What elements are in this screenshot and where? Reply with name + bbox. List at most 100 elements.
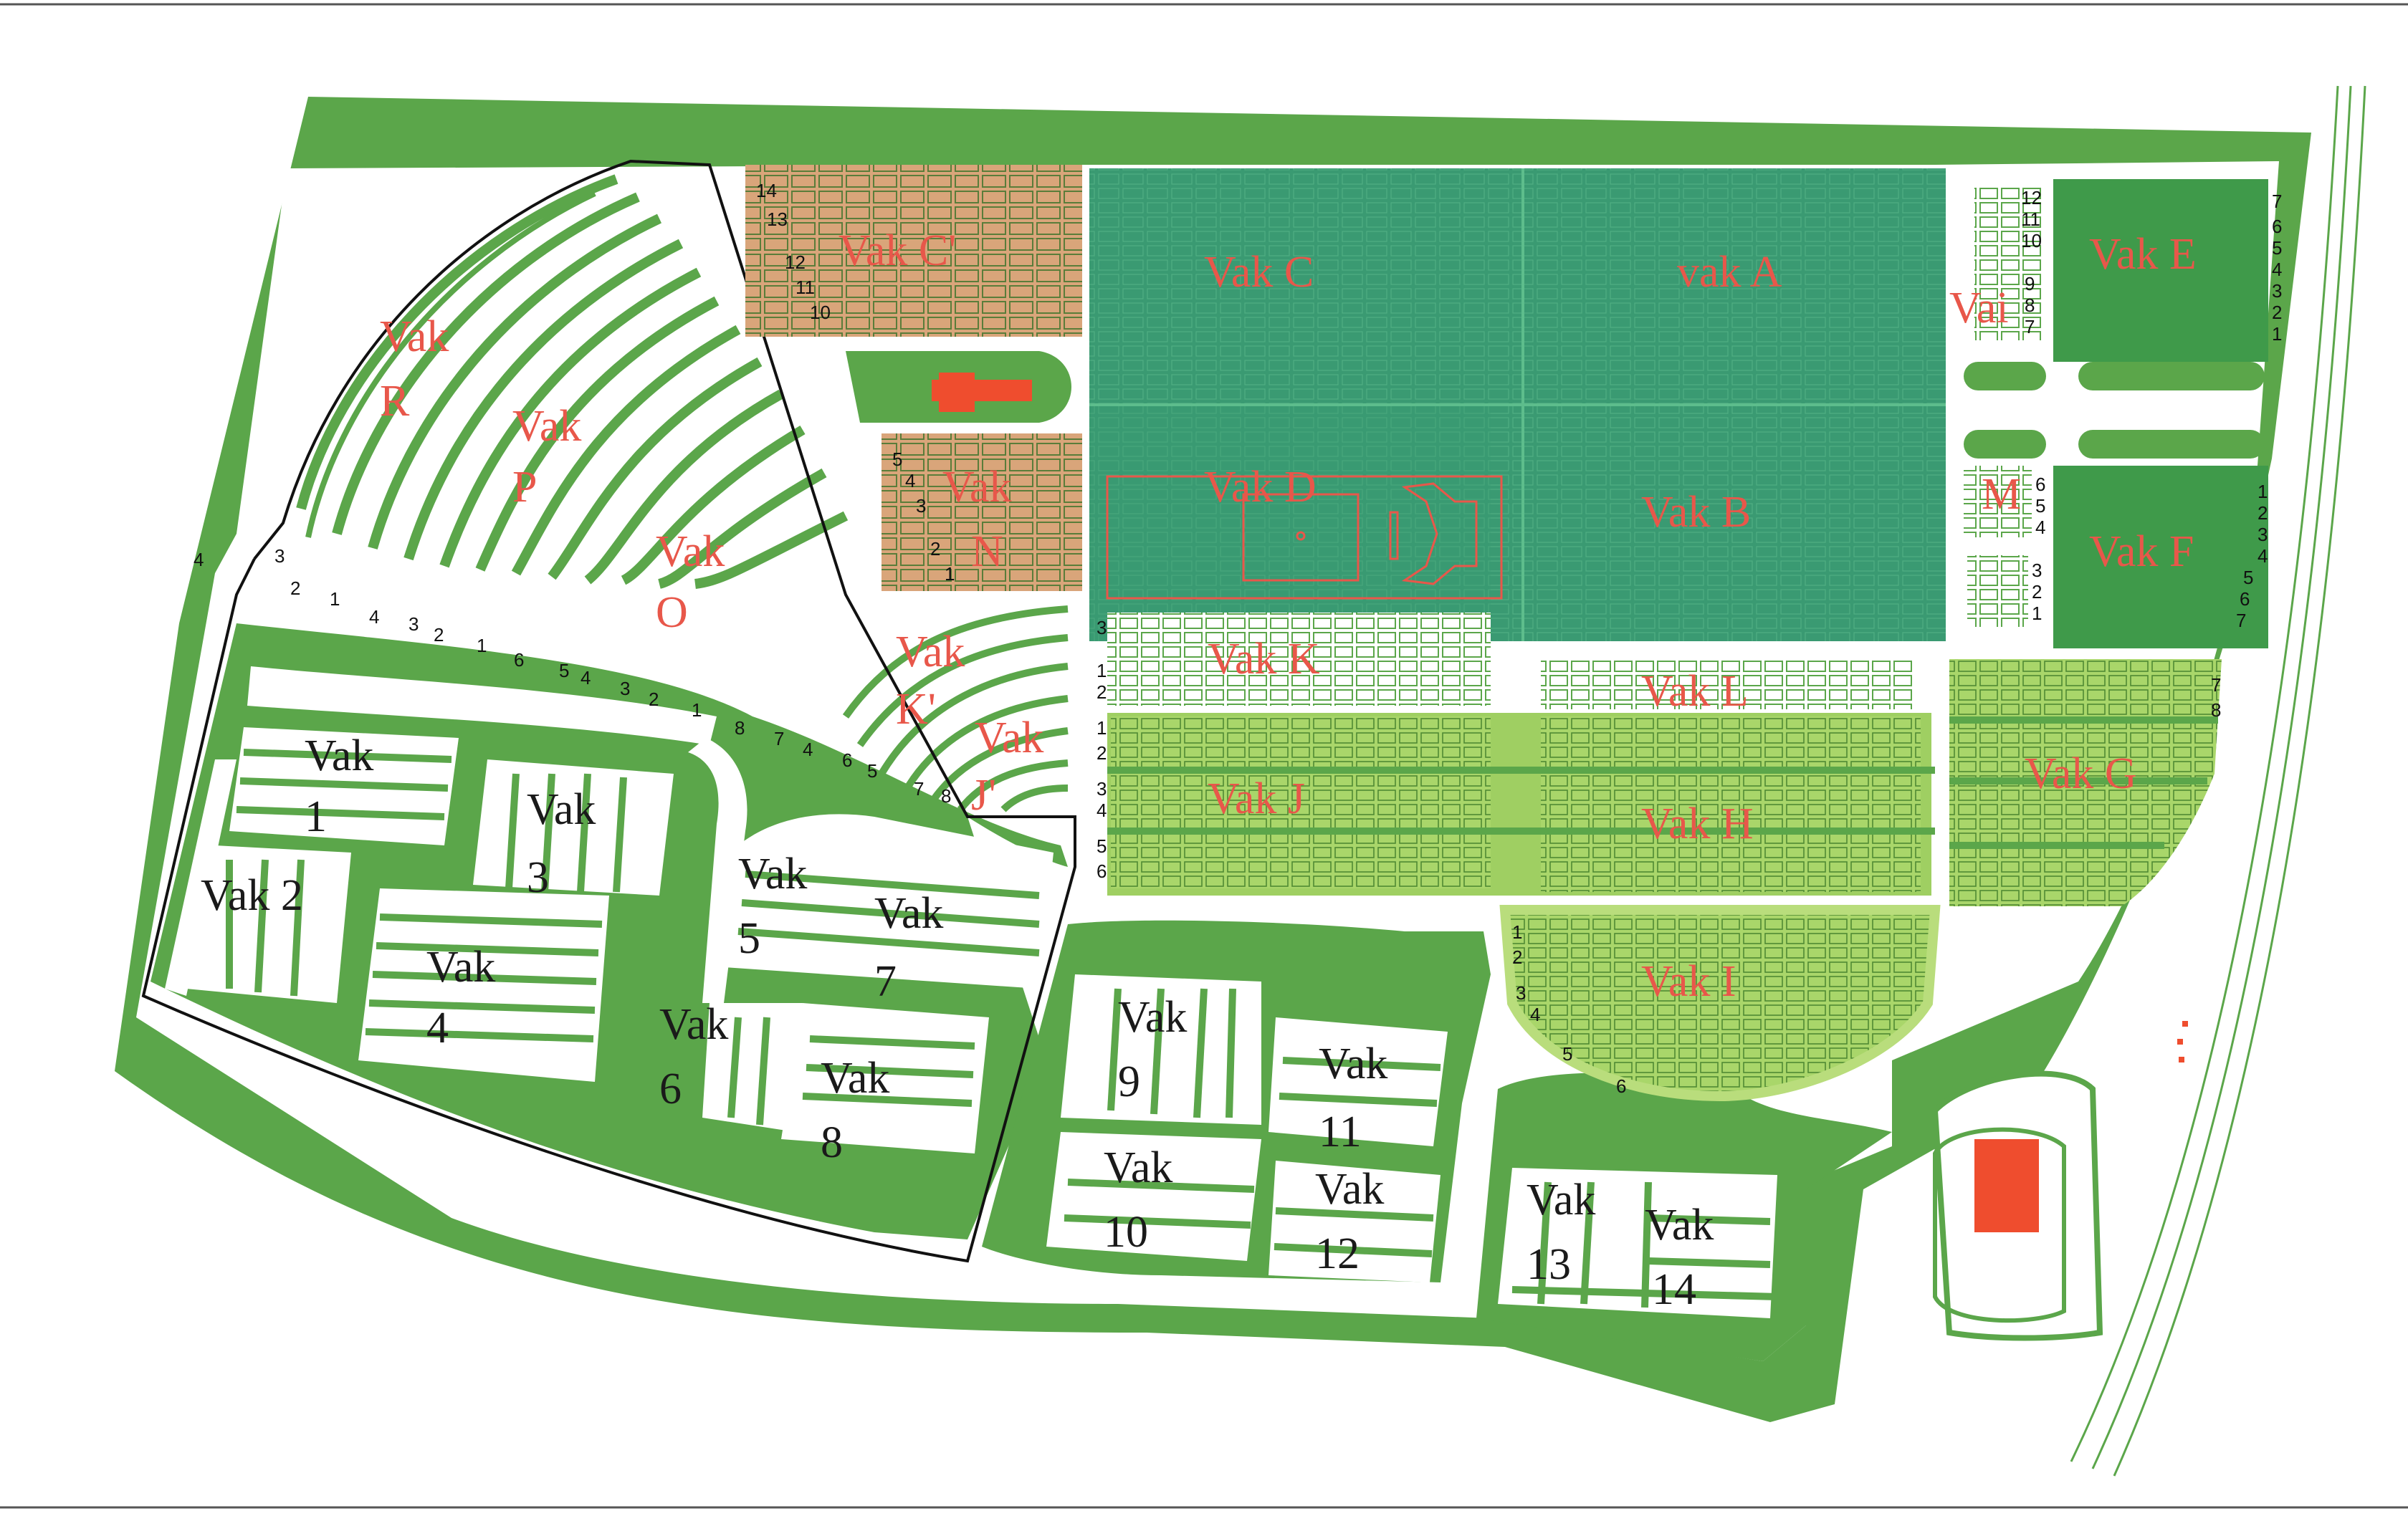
- row-num: 7: [2236, 610, 2246, 631]
- label-vak-j: Vak J: [1208, 774, 1305, 823]
- row-num: 7: [774, 728, 784, 749]
- row-num: 5: [867, 760, 877, 782]
- label-vak-6-1: Vak: [659, 1000, 728, 1049]
- row-num: 1: [2272, 323, 2282, 345]
- label-vak-j-prime-2: J': [971, 771, 996, 820]
- label-vak-i-small: Vai: [1949, 284, 2009, 332]
- section-j-h-aisles: [1107, 767, 1935, 835]
- section-m: [1964, 466, 2032, 537]
- entrance-building: [1974, 1139, 2039, 1232]
- row-num: 1: [2258, 481, 2268, 502]
- label-vak-13-2: 13: [1526, 1240, 1571, 1289]
- label-vak-13-1: Vak: [1526, 1176, 1595, 1224]
- label-vak-14-2: 14: [1652, 1265, 1696, 1314]
- label-vak-6-2: 6: [659, 1065, 682, 1113]
- row-num: 8: [735, 717, 745, 739]
- east-grass-strips: [1964, 362, 2265, 459]
- row-num: 6: [842, 749, 852, 771]
- row-num: 1: [2032, 603, 2042, 624]
- old-section-boundary: [141, 159, 1076, 1263]
- label-vak-m: M: [1982, 470, 2021, 519]
- label-vak-p-2: P: [512, 463, 537, 512]
- row-num: 3: [274, 545, 285, 567]
- label-vak-k: Vak K: [1208, 635, 1320, 683]
- row-num: 2: [649, 689, 659, 710]
- label-vak-12-1: Vak: [1315, 1165, 1384, 1214]
- label-vak-4-2: 4: [426, 1004, 449, 1052]
- label-vak-h: Vak H: [1641, 800, 1754, 848]
- label-vak-7-2: 7: [874, 957, 897, 1006]
- row-num: 6: [2272, 216, 2282, 237]
- row-num: 2: [2258, 502, 2268, 524]
- row-num: 9: [2025, 273, 2035, 294]
- row-num: 3: [408, 613, 419, 635]
- label-vak-11-1: Vak: [1319, 1040, 1387, 1088]
- label-vak-p-1: Vak: [512, 402, 581, 451]
- entrance-marker-2: [2177, 1039, 2183, 1045]
- section-e: [2053, 179, 2268, 362]
- label-vak-b: Vak B: [1641, 488, 1751, 537]
- label-vak-f: Vak F: [2089, 527, 2194, 576]
- row-num: 3: [1096, 617, 1107, 638]
- label-vak-9-1: Vak: [1118, 993, 1187, 1042]
- label-vak-3-2: 3: [527, 853, 549, 902]
- row-num: 4: [194, 549, 204, 570]
- row-num: 2: [1096, 681, 1107, 703]
- row-num: 3: [2272, 280, 2282, 302]
- row-num: 6: [1616, 1075, 1626, 1097]
- section-e-small: [1974, 186, 2042, 340]
- row-num: 14: [756, 180, 777, 201]
- row-num: 11: [796, 277, 815, 298]
- label-vak-i: Vak I: [1641, 957, 1736, 1006]
- row-num: 2: [1096, 742, 1107, 764]
- row-num: 2: [1512, 946, 1522, 968]
- row-num: 4: [580, 667, 591, 689]
- label-vak-o-1: Vak: [656, 527, 725, 576]
- label-vak-3-1: Vak: [527, 785, 596, 834]
- row-num: 12: [2021, 187, 2042, 208]
- row-num: 5: [892, 448, 902, 470]
- row-num: 6: [514, 649, 524, 671]
- section-k-prime-j-prime: [842, 605, 1069, 812]
- row-num: 7: [914, 778, 924, 800]
- section-c-prime: [745, 165, 1082, 337]
- row-num: 6: [1096, 860, 1107, 882]
- label-vak-10-1: Vak: [1104, 1143, 1172, 1192]
- chapel-building: [932, 373, 1032, 412]
- row-num: 3: [1096, 778, 1107, 800]
- label-vak-r-2: R: [380, 377, 410, 426]
- label-vak-8-1: Vak: [821, 1054, 889, 1103]
- label-vak-8-2: 8: [821, 1118, 843, 1167]
- section-9-12-rows: [1064, 988, 1441, 1257]
- row-num: 4: [369, 606, 379, 628]
- row-num: 11: [2021, 208, 2040, 230]
- row-num: 2: [434, 624, 444, 646]
- section-k: [1107, 613, 1491, 706]
- section-r-p-o: [296, 172, 932, 591]
- row-num: 5: [1562, 1043, 1572, 1065]
- vak-d-memorial: [1106, 475, 1503, 600]
- row-num: 4: [905, 470, 915, 491]
- label-vak-c: Vak C: [1204, 248, 1314, 297]
- row-num: 4: [1096, 800, 1107, 821]
- label-vak-n-1: Vak: [942, 463, 1011, 512]
- row-num: 8: [2025, 294, 2035, 316]
- row-num: 1: [1096, 660, 1107, 681]
- label-vak-a: vak A: [1677, 248, 1782, 297]
- section-n: [882, 433, 1082, 591]
- row-num: 4: [803, 739, 813, 760]
- row-num: 7: [2272, 191, 2282, 212]
- row-num: 3: [2258, 524, 2268, 545]
- section-9-12-paths: [1046, 974, 1448, 1282]
- label-vak-12-2: 12: [1315, 1229, 1360, 1278]
- label-vak-c-prime: Vak C': [838, 226, 956, 275]
- label-vak-5-1: Vak: [738, 850, 807, 898]
- row-num: 13: [767, 208, 788, 230]
- row-num: 1: [330, 588, 340, 610]
- row-num: 4: [1530, 1004, 1540, 1025]
- row-num: 3: [2032, 560, 2042, 581]
- section-f: [2053, 466, 2268, 648]
- row-num: 2: [930, 538, 940, 560]
- row-num: 12: [785, 251, 806, 273]
